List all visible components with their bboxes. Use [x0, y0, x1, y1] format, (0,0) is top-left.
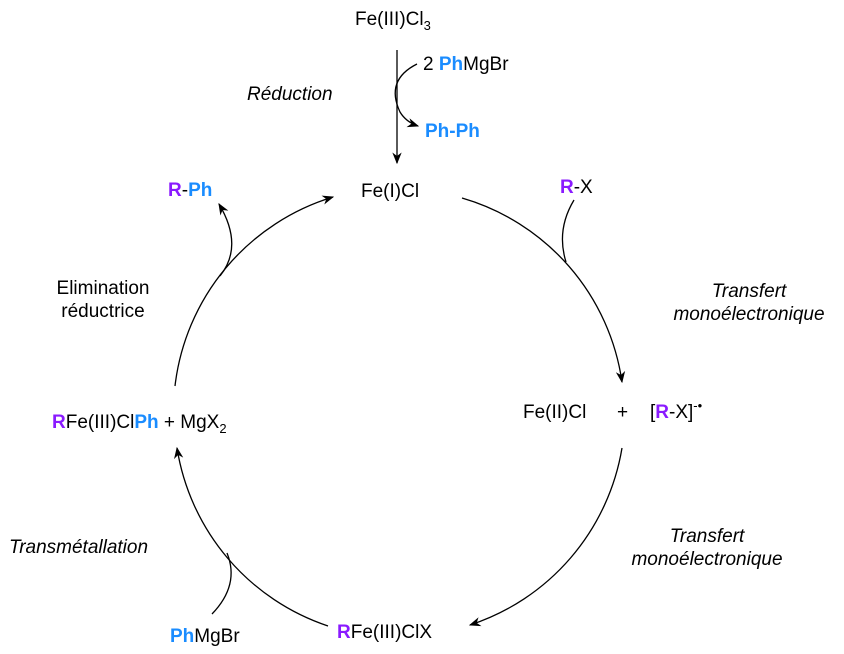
phmgbr-incoming-curve	[211, 552, 232, 615]
phmgbr-reagent: PhMgBr	[170, 626, 240, 647]
reduction-label: Réduction	[247, 84, 333, 105]
rx-incoming-curve	[561, 199, 575, 263]
arc-transmetallation	[174, 446, 329, 627]
fe3-x-species: RFe(III)ClX	[337, 622, 432, 643]
phmgbr-curved-arrow	[394, 63, 420, 128]
rph-product: R-Ph	[168, 180, 212, 201]
fe2-species: Fe(II)Cl+[R-X]-•	[523, 398, 703, 423]
fe3-ph-species: RFe(III)ClPh + MgX2	[52, 412, 227, 436]
transmetallation-label: Transmétallation	[9, 537, 148, 558]
rx-reagent: R-X	[560, 177, 593, 198]
arc-elimination	[174, 195, 335, 387]
biphenyl-byproduct: Ph-Ph	[425, 121, 480, 142]
rph-outgoing-curve	[218, 202, 233, 277]
arc-set2	[468, 447, 623, 627]
reduction-reagent: 2 PhMgBr	[423, 54, 509, 75]
arc-set1	[461, 197, 626, 384]
precursor-fecl3: Fe(III)Cl3	[355, 9, 431, 33]
fe1-species: Fe(I)Cl	[361, 181, 419, 202]
